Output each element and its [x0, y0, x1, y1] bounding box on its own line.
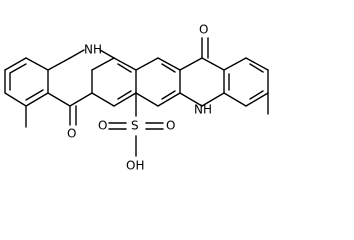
o-top-label: O: [199, 23, 208, 37]
sulfonyl-oxygen-left-label: O: [98, 119, 107, 133]
molecule-diagram: NH O O S O O OH NH: [4, 23, 269, 173]
hydroxyl-label: OH: [126, 159, 144, 173]
sulfur-label: S: [131, 119, 139, 133]
sulfonyl-oxygen-right-label: O: [166, 119, 175, 133]
o-middle-label: O: [67, 127, 76, 141]
bonds: [4, 37, 269, 157]
nh-top-label: NH: [84, 43, 102, 57]
nh-bottom-label: NH: [194, 103, 212, 117]
atom-labels: NH O O S O O OH NH: [67, 23, 212, 173]
